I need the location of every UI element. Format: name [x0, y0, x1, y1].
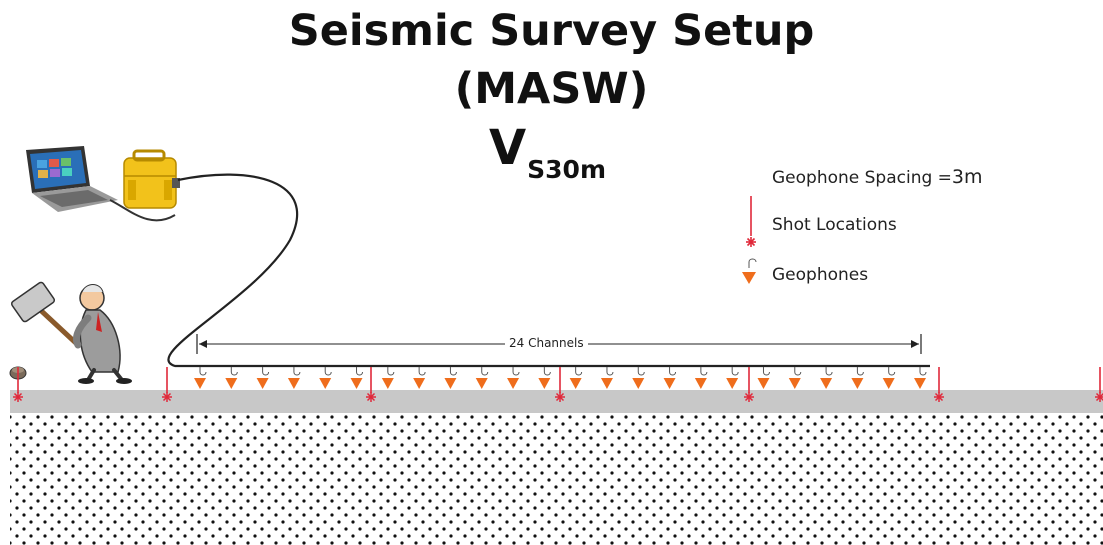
- usb-cable: [109, 199, 176, 222]
- geophone: [256, 367, 270, 389]
- vs-subscript: S30m: [527, 155, 607, 184]
- soil-layer: [10, 413, 1103, 545]
- geophone: [225, 367, 238, 389]
- legend-spacing-label: Geophone Spacing =: [772, 168, 952, 188]
- geophone: [914, 367, 927, 389]
- laptop-icon: [26, 146, 118, 212]
- geophone: [319, 367, 332, 389]
- title-line-1: Seismic Survey Setup: [288, 6, 815, 56]
- geophone: [757, 367, 770, 389]
- geophone: [663, 367, 677, 389]
- shot-markers: [13, 367, 1103, 402]
- geophone: [538, 367, 551, 389]
- vs30-label: VS30m: [489, 120, 606, 184]
- shot-marker: [162, 367, 172, 402]
- legend-geophone-label: Geophones: [772, 265, 869, 285]
- shot-marker: [366, 367, 376, 402]
- title-line-2: (MASW): [454, 64, 649, 114]
- geophone: [569, 367, 583, 389]
- geophone: [413, 367, 426, 389]
- legend-spacing-value: 3m: [951, 166, 983, 188]
- legend-geophone-symbol: [742, 258, 757, 284]
- geophone: [820, 367, 833, 389]
- shot-marker: [13, 367, 23, 402]
- legend-shot-symbol: [746, 196, 756, 247]
- legend-spacing: Geophone Spacing =3m: [772, 166, 983, 188]
- shot-marker: [555, 367, 565, 402]
- ground-surface: [10, 390, 1103, 413]
- channels-label: 24 Channels: [505, 336, 588, 350]
- trunk-cable: [167, 173, 930, 368]
- geophone-array: [194, 367, 927, 389]
- geophone: [694, 367, 708, 389]
- geophone: [444, 367, 457, 389]
- shot-marker: [1095, 367, 1103, 402]
- seismograph-icon: [123, 149, 180, 209]
- geophone: [882, 367, 896, 389]
- geophone: [726, 367, 739, 389]
- geophone: [381, 367, 395, 389]
- geophone: [632, 367, 645, 389]
- geophone: [851, 367, 864, 389]
- shot-marker: [934, 367, 944, 402]
- geophone: [600, 367, 614, 389]
- geophone: [788, 367, 802, 389]
- shot-marker: [744, 367, 754, 402]
- geophone: [287, 367, 301, 389]
- geophone: [350, 367, 364, 389]
- geophone: [507, 367, 520, 389]
- hammer-operator-figure: [10, 281, 132, 384]
- vs-main: V: [489, 120, 527, 176]
- legend-shot-label: Shot Locations: [772, 215, 897, 235]
- geophone: [194, 367, 207, 389]
- geophone: [475, 367, 489, 389]
